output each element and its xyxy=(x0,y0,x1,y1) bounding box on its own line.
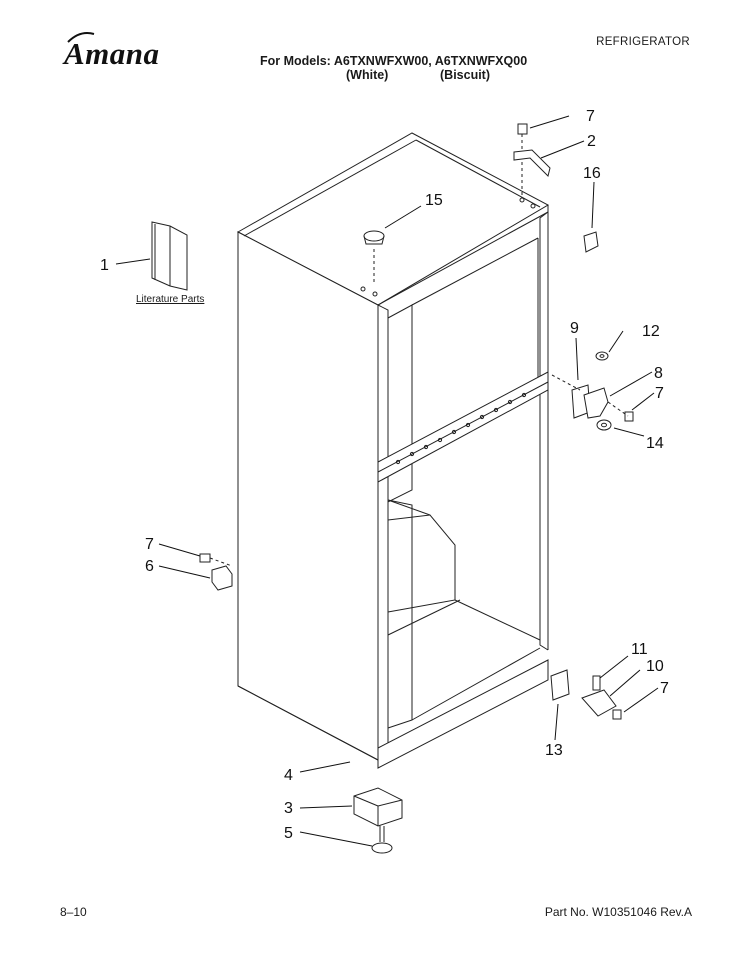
top-hinge-assembly xyxy=(513,123,599,253)
literature-parts xyxy=(151,221,188,291)
callout-7-left: 7 xyxy=(145,536,154,553)
callout-3: 3 xyxy=(284,800,293,817)
callout-7-top: 7 xyxy=(586,108,595,125)
callout-12: 12 xyxy=(642,323,660,340)
cabinet xyxy=(236,132,550,769)
literature-parts-label: Literature Parts xyxy=(136,294,205,305)
callout-7-middle: 7 xyxy=(655,385,664,402)
callout-numbers: 1 2 3 4 5 6 7 7 7 7 8 9 10 11 12 13 14 1… xyxy=(100,108,669,842)
callout-14: 14 xyxy=(646,435,664,452)
part-number: Part No. W10351046 Rev.A xyxy=(544,905,692,919)
section-title: REFRIGERATOR xyxy=(596,36,690,48)
logo-swoosh xyxy=(67,32,95,43)
callout-1: 1 xyxy=(100,257,109,274)
callout-4: 4 xyxy=(284,767,293,784)
color-biscuit: (Biscuit) xyxy=(440,68,490,82)
left-hinge-assembly xyxy=(199,553,233,591)
leader-lines xyxy=(115,115,659,847)
callout-11: 11 xyxy=(631,641,648,658)
top-plug xyxy=(363,230,385,284)
callout-10: 10 xyxy=(646,658,664,675)
mullion-rivets xyxy=(395,392,527,465)
callout-15: 15 xyxy=(425,192,443,209)
bottom-hinge-assembly xyxy=(550,669,622,720)
middle-hinge-assembly xyxy=(551,351,634,431)
brand-logo: Amana xyxy=(64,36,160,71)
leveler-assembly xyxy=(353,787,403,854)
callout-13: 13 xyxy=(545,742,563,759)
callout-2: 2 xyxy=(587,133,596,150)
callout-7-bottom: 7 xyxy=(660,680,669,697)
callout-16: 16 xyxy=(583,165,601,182)
color-white: (White) xyxy=(346,68,389,82)
callout-8: 8 xyxy=(654,365,663,382)
callout-9: 9 xyxy=(570,320,579,337)
models-line: For Models: A6TXNWFXW00, A6TXNWFXQ00 xyxy=(260,54,528,68)
callout-5: 5 xyxy=(284,825,293,842)
callout-6: 6 xyxy=(145,558,154,575)
page-number: 8–10 xyxy=(60,905,87,919)
